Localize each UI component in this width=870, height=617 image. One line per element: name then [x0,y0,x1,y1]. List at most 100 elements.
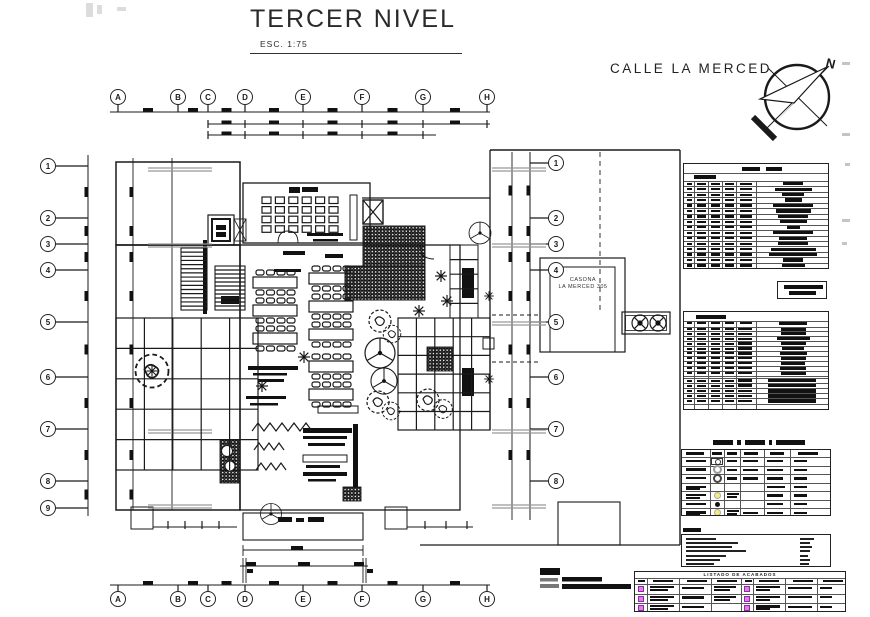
row-separator [684,383,828,385]
dim-text-mark [84,344,88,355]
redacted-text-bar [727,510,739,513]
row-separator [635,593,845,595]
column-separator [790,450,791,515]
finish-mark-magenta [638,605,644,611]
dim-text-mark [129,187,133,197]
redacted-text-bar [725,367,734,370]
dim-text-mark [129,226,133,236]
mini-schedule-box [777,281,827,299]
dim-text-mark [84,291,88,301]
redacted-text-bar [725,322,734,325]
row-separator [682,465,830,467]
redacted-text-bar [786,225,800,229]
redacted-text-bar [650,608,668,611]
column-separator [740,450,741,515]
redacted-text-bar [650,595,674,598]
redacted-text-bar [725,327,734,330]
row-separator [684,346,828,348]
grid-row-right-4: 4 [548,262,564,278]
redacted-text-bar [780,366,806,370]
legend-symbol-dot-black [714,501,720,507]
column-separator [756,320,757,409]
corner-faint-marks [86,3,850,245]
redacted-text-bar [686,452,704,455]
classroom-desk [261,196,272,205]
redacted-text-bar [697,322,706,325]
finish-mark-magenta [744,605,750,611]
row-separator [684,365,828,367]
drawing-title-block: TERCER NIVELESC. 1:75 [250,5,465,54]
redacted-text-bar [686,459,706,463]
redacted-text-bar [711,209,720,213]
redacted-text-bar [738,394,752,398]
grid-row-left-3: 3 [40,236,56,252]
redacted-text-bar [781,263,805,268]
redacted-text-bar [738,379,752,382]
redacted-text-bar [711,372,720,374]
redacted-text-bar [775,209,811,213]
north-label: N [824,55,838,72]
classroom-desk [328,225,339,233]
dim-text-mark [508,344,512,355]
redacted-text-bar [725,347,734,350]
finish-mark-magenta [744,586,750,592]
dim-text-mark [508,291,512,301]
legend-symbol-circle-boxed [711,457,723,466]
redacted-text-bar [770,452,784,455]
redacted-text-bar [725,242,734,245]
grid-col-top-E: E [295,89,311,105]
column-separator [722,181,723,268]
redacted-text-bar [714,589,730,592]
redacted-text-bar [742,166,760,171]
grid-row-right-5: 5 [548,314,564,330]
column-separator [736,181,737,268]
classroom-desk [288,206,299,214]
redacted-text-bar [767,468,783,471]
redacted-text-bar [756,586,780,589]
dim-text-mark [221,581,232,585]
classroom-desk [315,225,326,233]
redacted-text-bar [697,367,706,370]
redacted-text-bar [778,242,808,246]
grid-col-bottom-E: E [295,591,311,607]
redacted-text-bar [697,352,706,355]
redacted-text-bar [794,468,807,471]
column-separator [708,181,709,268]
redacted-text-bar [776,337,810,341]
redacted-text-bar [697,204,706,207]
redacted-text-bar [650,589,668,592]
redacted-text-bar [725,332,734,335]
redacted-text-bar [687,258,692,262]
classroom-desk [274,225,285,233]
row-separator [682,491,830,493]
redacted-text-bar [711,342,720,345]
redacted-text-bar [711,231,720,234]
row-separator [684,393,828,395]
dim-text-mark [327,581,338,585]
redacted-text-bar [789,291,816,295]
classroom-desk [288,225,299,233]
redacted-text-bar [800,541,810,544]
row-separator [684,240,828,242]
redacted-text-bar [686,537,716,540]
classroom-desk [328,206,339,214]
grid-row-left-1: 1 [40,158,56,174]
redacted-text-bar [794,477,807,480]
row-separator [682,474,830,476]
redacted-text-bar [727,493,739,496]
redacted-text-bar [711,389,720,392]
scale-label: ESC. 1:75 [260,39,308,49]
redacted-text-bar [768,399,816,403]
redacted-text-bar [740,231,752,234]
redacted-text-bar [687,379,692,382]
row-separator [684,213,828,215]
redacted-text-bar [740,253,752,256]
legend-symbol-dot-yellow [713,509,721,515]
redacted-text-bar [686,485,706,488]
redacted-text-bar [697,372,706,374]
redacted-text-bar [725,337,734,340]
redacted-text-bar [756,589,770,592]
redacted-text-bar [768,389,816,393]
redacted-text-bar [725,384,734,387]
